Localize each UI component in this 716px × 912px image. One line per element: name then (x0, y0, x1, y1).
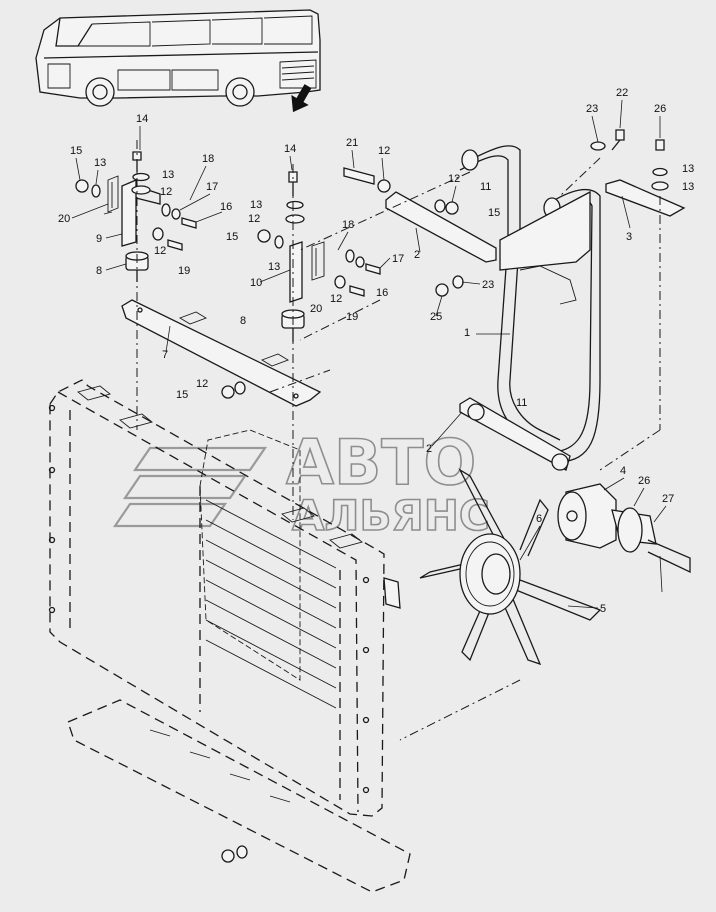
callout-6: 6 (536, 513, 542, 525)
callout-12: 12 (378, 145, 390, 157)
radiator (48, 379, 401, 817)
callout-1: 1 (464, 327, 470, 339)
watermark-line1: АВТО (286, 426, 476, 499)
callout-7: 7 (162, 349, 168, 361)
middle-bracket-assembly (257, 171, 381, 342)
callout-13: 13 (268, 261, 280, 273)
callout-17: 17 (392, 253, 404, 265)
radiator-core-grid (205, 499, 337, 709)
callout-16: 16 (220, 201, 232, 213)
callout-19: 19 (178, 265, 190, 277)
callout-8: 8 (96, 265, 102, 277)
callout-12: 12 (154, 245, 166, 257)
fan-and-drive (419, 468, 691, 666)
callout-12: 12 (330, 293, 342, 305)
callout-16: 16 (376, 287, 388, 299)
bottom-bracket (67, 699, 411, 893)
callout-12: 13 (682, 181, 694, 193)
callout-5: 5 (600, 603, 606, 615)
callout-12: 12 (196, 378, 208, 390)
callout-15: 15 (488, 207, 500, 219)
callout-15: 15 (70, 145, 82, 157)
callout-20: 20 (310, 303, 322, 315)
callout-13: 13 (162, 169, 174, 181)
callout-10: 10 (250, 277, 262, 289)
left-bracket-assembly (75, 151, 197, 282)
callout-leaders (71, 99, 667, 609)
leader-lines (103, 140, 661, 741)
callout-12: 12 (448, 173, 460, 185)
callout-12: 12 (248, 213, 260, 225)
callout-2: 2 (414, 249, 420, 261)
callout-14: 14 (136, 113, 148, 125)
callout-4: 4 (620, 465, 626, 477)
callout-26: 27 (662, 493, 674, 505)
callout-23: 23 (586, 103, 598, 115)
callout-14: 14 (284, 143, 296, 155)
callout-19: 19 (346, 311, 358, 323)
callout-22: 22 (616, 87, 628, 99)
callout-26: 26 (638, 475, 650, 487)
callout-2: 2 (426, 443, 432, 455)
watermark-line2: АЛЬЯНС (292, 491, 490, 540)
callout-25: 26 (654, 103, 666, 115)
callout-9: 9 (96, 233, 102, 245)
bus-illustration (26, 4, 326, 113)
callout-21: 21 (346, 137, 358, 149)
callout-13: 13 (682, 163, 694, 175)
callout-18: 18 (342, 219, 354, 231)
callout-24: 25 (430, 311, 442, 323)
callout-13: 13 (94, 157, 106, 169)
support-plate (121, 299, 322, 407)
callout-3: 3 (626, 231, 632, 243)
callout-15: 15 (226, 231, 238, 243)
callout-13: 13 (250, 199, 262, 211)
callout-17: 17 (206, 181, 218, 193)
callout-8: 8 (240, 315, 246, 327)
callout-12: 12 (160, 186, 172, 198)
callout-15: 15 (176, 389, 188, 401)
callout-18: 18 (202, 153, 214, 165)
callout-11: 11 (516, 397, 527, 409)
callout-23: 23 (482, 279, 494, 291)
callout-20: 20 (58, 213, 70, 225)
watermark-logo: АВТО АЛЬЯНС (112, 425, 491, 541)
pipe-frame-assembly (343, 129, 686, 471)
callout-numbers: 14 15 13 13 18 12 17 16 20 9 12 19 8 7 1… (58, 87, 694, 615)
callout-11: 11 (480, 181, 491, 193)
